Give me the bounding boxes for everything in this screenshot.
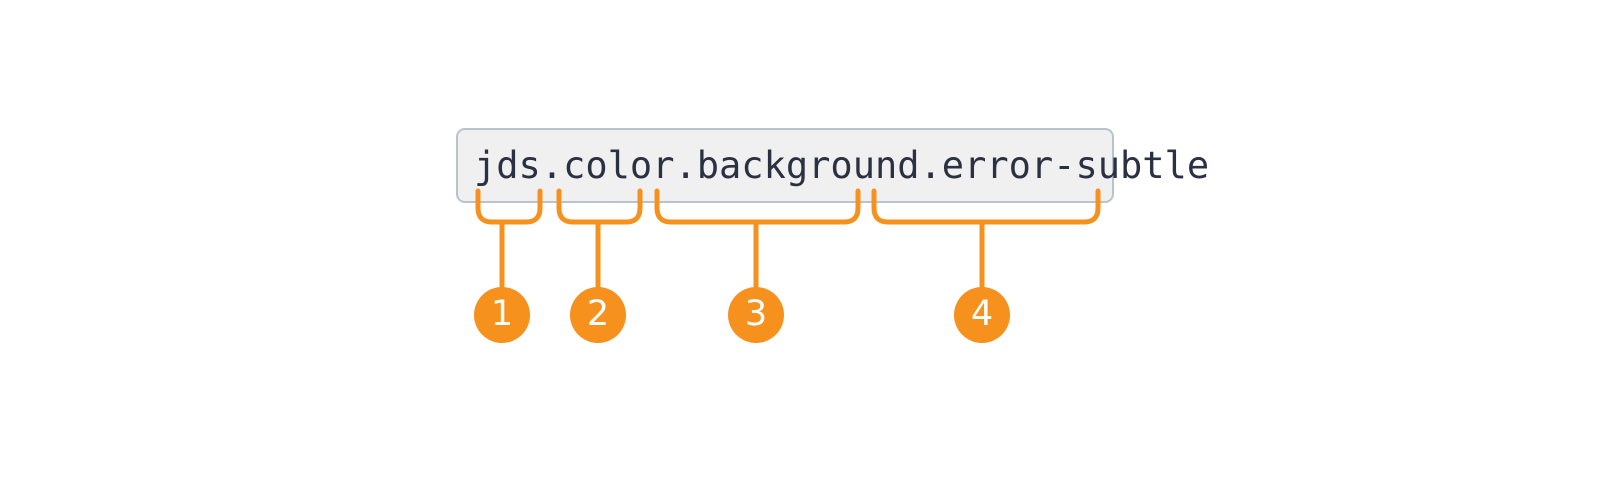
token-name-text: jds.color.background.error-subtle [474,144,1210,187]
segment-marker-2: 2 [570,287,626,343]
segment-marker-label: 4 [970,293,994,334]
segment-marker-label: 3 [744,293,768,334]
segment-marker-label: 1 [490,293,514,334]
segment-marker-3: 3 [728,287,784,343]
segment-marker-label: 2 [586,293,610,334]
segment-marker-1: 1 [474,287,530,343]
segment-marker-4: 4 [954,287,1010,343]
